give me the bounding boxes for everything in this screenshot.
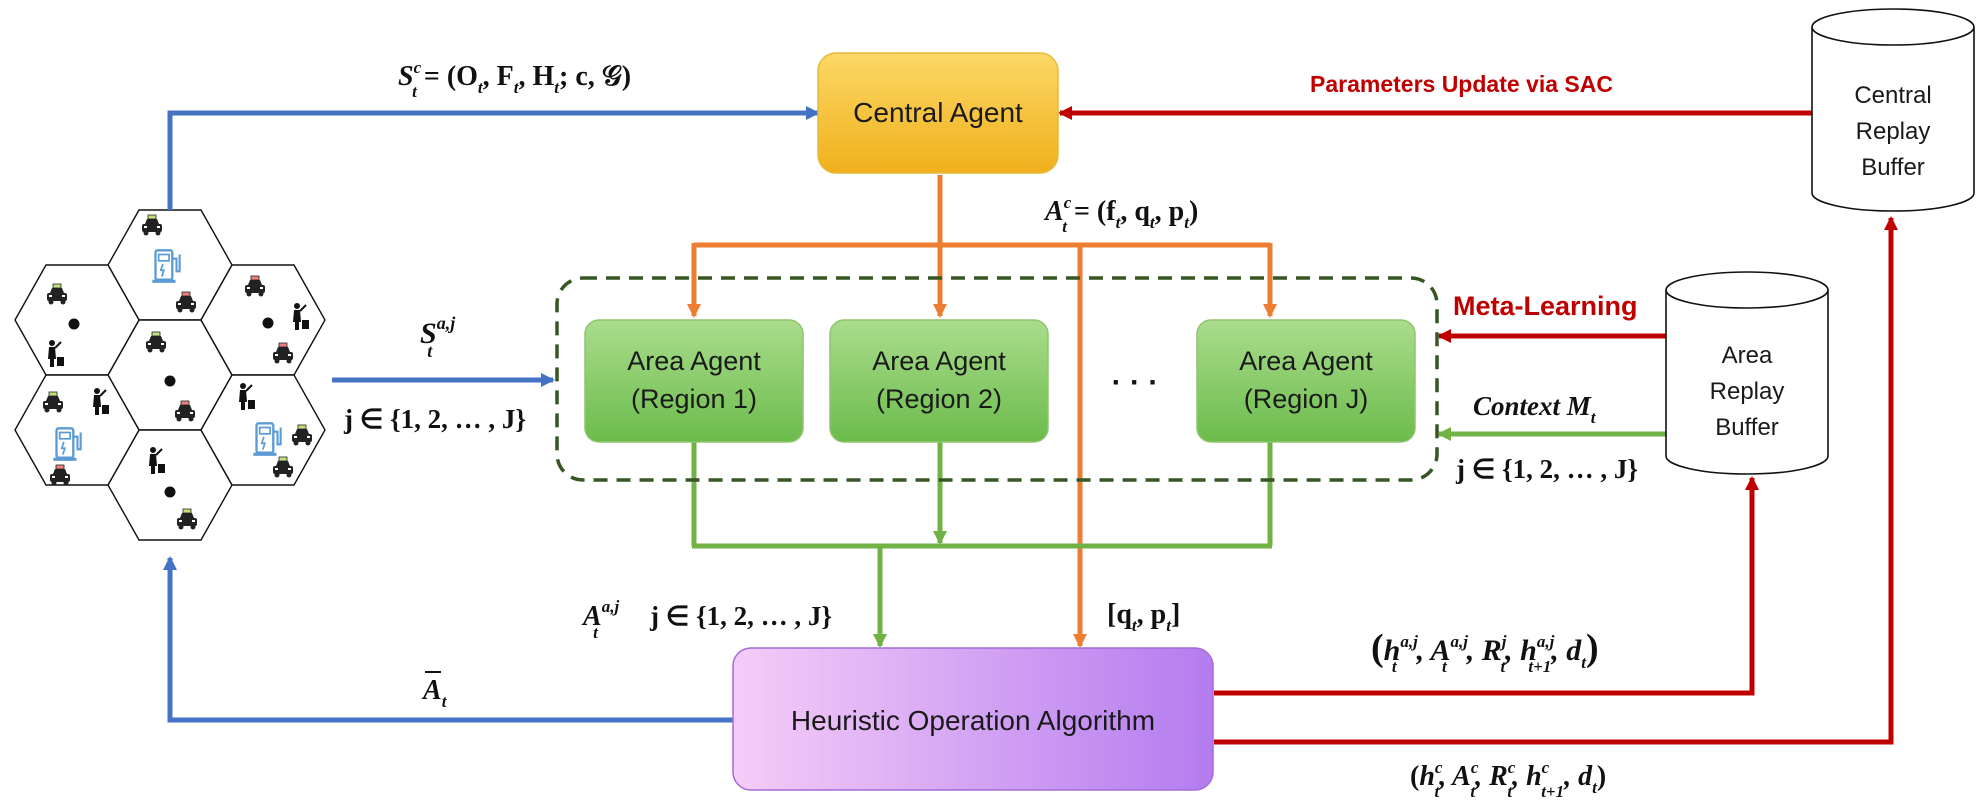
area-buffer-line2: Replay xyxy=(1710,378,1785,405)
label-abar: At xyxy=(421,671,448,711)
svg-text:At: At xyxy=(421,675,448,711)
location-dot-icon xyxy=(164,486,176,498)
area-agent-region-j: Area Agent (Region J) xyxy=(1196,319,1416,443)
central-replay-buffer: Central Replay Buffer xyxy=(1811,8,1975,212)
arrow-central-transition xyxy=(1214,216,1898,745)
location-dot-icon xyxy=(164,375,176,387)
label-context-j-range: j ∈ {1, 2, … , J} xyxy=(1455,454,1638,484)
heuristic-node: Heuristic Operation Algorithm xyxy=(732,647,1214,791)
label-context: Context Mt xyxy=(1473,391,1597,427)
grid-icons xyxy=(42,214,313,530)
label-params-update: Parameters Update via SAC xyxy=(1310,71,1613,97)
hex-cell xyxy=(200,374,326,486)
location-dot-icon xyxy=(262,317,274,329)
label-area-j-range: j ∈ {1, 2, … , J} xyxy=(343,404,526,434)
central-buffer-line1: Central xyxy=(1854,82,1931,109)
heuristic-label: Heuristic Operation Algorithm xyxy=(791,705,1155,736)
central-agent-label: Central Agent xyxy=(853,97,1023,128)
ellipsis: · · · xyxy=(1112,366,1159,399)
area-agent-1-line1: Area Agent xyxy=(627,346,761,376)
area-buffer-line3: Buffer xyxy=(1715,414,1779,441)
label-meta-learning: Meta-Learning xyxy=(1453,291,1638,321)
label-area-action-j-range: j ∈ {1, 2, … , J} xyxy=(649,601,832,631)
area-agent-region-1: Area Agent (Region 1) xyxy=(584,319,804,443)
area-agent-2-line1: Area Agent xyxy=(872,346,1006,376)
central-buffer-line3: Buffer xyxy=(1861,154,1925,181)
arrow-state-to-central xyxy=(167,106,820,210)
label-qp: [qt, pt] xyxy=(1107,599,1180,635)
location-dot-icon xyxy=(68,318,80,330)
area-replay-buffer: Area Replay Buffer xyxy=(1665,271,1829,475)
area-agent-j-line1: Area Agent xyxy=(1239,346,1373,376)
area-agent-region-2: Area Agent (Region 2) xyxy=(829,319,1049,443)
area-buffer-line1: Area xyxy=(1722,342,1773,369)
arrow-action-to-grid xyxy=(163,556,733,723)
area-agent-1-line2: (Region 1) xyxy=(631,384,757,414)
central-agent-node: Central Agent xyxy=(817,52,1059,174)
area-agent-2-line2: (Region 2) xyxy=(876,384,1002,414)
arrow-area-transition xyxy=(1214,476,1759,696)
area-agents-group xyxy=(555,276,1439,482)
area-agent-j-line2: (Region J) xyxy=(1244,384,1369,414)
central-buffer-line2: Replay xyxy=(1856,118,1931,145)
